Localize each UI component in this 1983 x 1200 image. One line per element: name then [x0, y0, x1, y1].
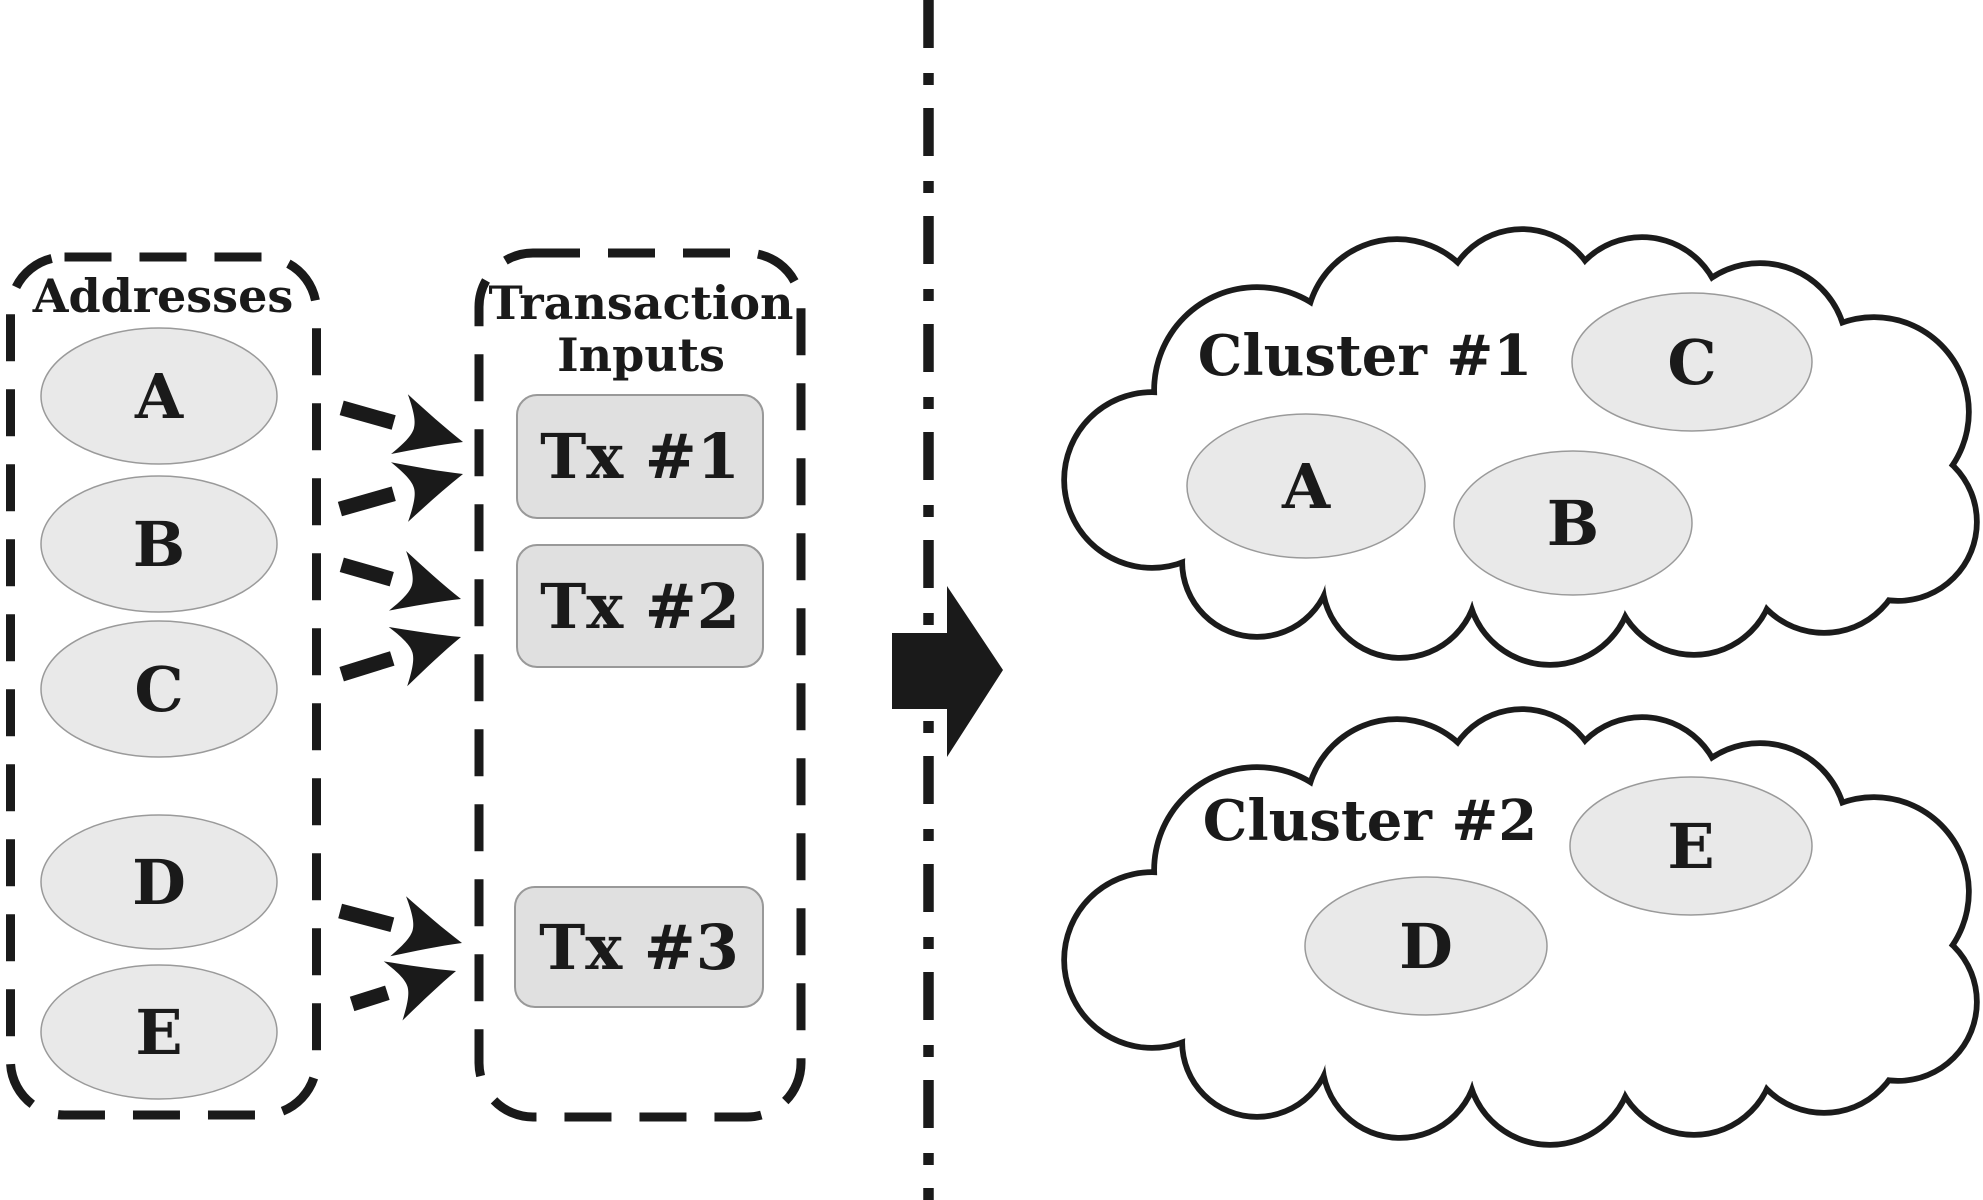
cluster1-node-c: [1571, 292, 1813, 432]
address-label-a: A: [134, 360, 184, 433]
arrow-d-to-tx3: [338, 896, 470, 973]
arrow-head-icon: [388, 607, 471, 687]
address-node-e: [40, 964, 278, 1100]
addresses-box: [6, 252, 321, 1120]
tx2-label: Tx #2: [540, 570, 740, 643]
addresses-title: Addresses: [32, 269, 293, 323]
address-label-c: C: [134, 653, 183, 726]
arrow-e-to-tx3: [349, 941, 466, 1021]
cluster1-node-b: [1453, 450, 1693, 596]
cluster2-node-e: [1569, 776, 1813, 916]
tx1-label: Tx #1: [540, 420, 740, 493]
arrow-shaft: [339, 557, 394, 587]
arrow-shaft: [349, 985, 390, 1012]
arrow-head-icon: [390, 896, 470, 973]
address-node-b: [40, 475, 278, 613]
arrow-shaft: [339, 651, 395, 682]
arrow-b-to-tx1: [337, 444, 472, 522]
cluster1-label-c: C: [1667, 326, 1716, 399]
cluster1-title: Cluster #1: [1198, 323, 1532, 389]
arrow-head-icon: [391, 394, 472, 472]
arrow-shaft: [338, 903, 395, 932]
cluster1-cloud: [1067, 232, 1974, 662]
address-node-d: [40, 814, 278, 950]
cluster2-label-e: E: [1667, 810, 1714, 883]
address-node-c: [40, 620, 278, 758]
tx3-label: Tx #3: [539, 911, 739, 984]
transaction-inputs-title-line1: Transaction: [489, 276, 794, 330]
address-label-d: D: [132, 846, 186, 919]
tx3-box: [514, 886, 764, 1008]
address-label-e: E: [135, 996, 182, 1069]
cluster2-title: Cluster #2: [1203, 788, 1537, 854]
arrow-c-to-tx2: [339, 607, 471, 687]
tx2-box: [516, 544, 764, 668]
cluster1-label-a: A: [1281, 450, 1331, 523]
address-node-a: [40, 327, 278, 465]
arrow-head-icon: [391, 444, 472, 522]
arrow-shaft: [337, 486, 396, 517]
cluster1-node-a: [1186, 413, 1426, 559]
arrow-head-icon: [389, 551, 470, 629]
cluster2-node-d: [1304, 876, 1548, 1016]
transaction-inputs-box: [474, 248, 806, 1122]
arrow-a-to-tx1: [339, 394, 472, 472]
transaction-inputs-title-line2: Inputs: [557, 328, 725, 382]
cluster2-label-d: D: [1399, 910, 1453, 983]
tx1-box: [516, 394, 764, 519]
address-label-b: B: [133, 508, 185, 581]
transform-arrow: [884, 559, 1013, 785]
cluster1-label-b: B: [1547, 487, 1599, 560]
arrow-b-to-tx2: [339, 551, 470, 629]
arrow-shaft: [339, 400, 396, 430]
